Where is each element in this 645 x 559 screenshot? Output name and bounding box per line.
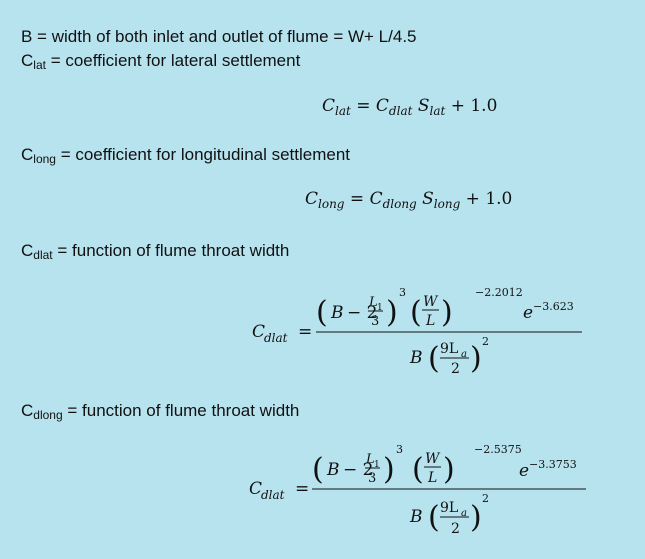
cdlong-symbol: C [21, 401, 34, 420]
eq3-exponent2: −3.623 [533, 300, 574, 313]
eq1-term2-sub: lat [429, 104, 446, 118]
eq4-den-two: 2 [451, 521, 460, 537]
eq3-den-nine-l: 9L [440, 341, 458, 357]
clat-symbol: C [21, 51, 34, 70]
clong-symbol: C [21, 145, 34, 164]
cdlat-text: = function of flume throat width [52, 241, 290, 260]
eq4-paren2-close: ) [443, 452, 455, 487]
clat-subscript: lat [33, 58, 46, 72]
eq4-den-sub: a [461, 508, 467, 519]
eq4-e: e [519, 461, 529, 481]
eq4-den-paren-close: ) [470, 500, 482, 535]
eq3-minus-two: − 2 [347, 303, 377, 323]
eq4-den-paren-open: ( [428, 500, 440, 535]
eq3-e: e [523, 303, 533, 323]
equation-cdlat: C dlat = ( B − 2 L 1 3 ) 3 ( W L ) −2.20… [252, 286, 582, 377]
eq4-l1-sub: 1 [374, 460, 380, 470]
eq3-den-paren-open: ( [428, 341, 440, 376]
eq4-paren-open: ( [312, 452, 324, 487]
eq1-lhs-sub: lat [335, 104, 351, 118]
eq4-lhs-sub: dlat [261, 488, 285, 502]
eq3-w: W [423, 294, 439, 310]
equation-clat: Clat = Cdlat Slat + 1.0 [322, 96, 497, 118]
eq3-three: 3 [371, 314, 379, 329]
eq3-l1: L [368, 295, 378, 310]
equation-clong: Clong = Cdlong Slong + 1.0 [305, 189, 512, 211]
eq2-lhs: C [305, 189, 319, 209]
eq3-l1-sub: 1 [377, 303, 383, 313]
eq3-paren-close: ) [386, 295, 398, 330]
eq1-term1: C [375, 96, 389, 116]
cdlong-definition: Cdlong = function of flume throat width [21, 401, 299, 425]
eq1-lhs: C [322, 96, 336, 116]
eq2-lhs-sub: long [318, 197, 345, 211]
equation-cdlong: C dlat = ( B − 2 L 1 3 ) 3 ( W L ) −2.53… [249, 443, 586, 537]
eq2-term2-sub: long [433, 197, 461, 211]
clong-subscript: long [33, 152, 56, 166]
eq4-den-b: B [409, 507, 423, 527]
eq2-term1: C [369, 189, 383, 209]
eq4-three: 3 [368, 471, 376, 486]
eq3-equals: = [298, 322, 312, 342]
eq4-den-square: 2 [482, 492, 489, 505]
cdlat-definition: Cdlat = function of flume throat width [21, 241, 289, 265]
b-definition: B = width of both inlet and outlet of fl… [21, 27, 417, 47]
eq2-term2: S [416, 189, 434, 209]
eq4-l: L [427, 470, 437, 486]
eq4-lhs: C [249, 479, 262, 499]
cdlat-subscript: dlat [33, 248, 53, 262]
eq3-b: B [330, 303, 344, 323]
clong-definition: Clong = coefficient for longitudinal set… [21, 145, 350, 169]
eq3-den-two: 2 [451, 361, 460, 377]
eq2-equals: = [344, 189, 370, 209]
eq4-paren-close: ) [383, 452, 395, 487]
eq3-cube: 3 [399, 286, 406, 299]
eq4-exponent2: −3.3753 [529, 458, 577, 471]
eq4-cube: 3 [396, 443, 403, 456]
eq3-exponent1: −2.2012 [475, 286, 523, 299]
eq4-paren2-open: ( [412, 452, 424, 487]
eq3-lhs-sub: dlat [264, 331, 288, 345]
clong-text: = coefficient for longitudinal settlemen… [55, 145, 351, 164]
eq1-term2: S [412, 96, 430, 116]
eq4-exponent1: −2.5375 [474, 443, 522, 456]
eq2-constant: + 1.0 [460, 189, 513, 209]
eq3-den-paren-close: ) [470, 341, 482, 376]
eq3-paren2-open: ( [410, 295, 422, 330]
clat-definition: Clat = coefficient for lateral settlemen… [21, 51, 300, 75]
eq4-den-nine-l: 9L [440, 500, 458, 516]
cdlong-text: = function of flume throat width [62, 401, 300, 420]
b-definition-text: B = width of both inlet and outlet of fl… [21, 27, 417, 46]
eq3-den-sub: a [461, 349, 467, 360]
eq1-equals: = [350, 96, 376, 116]
eq4-minus-two: − 2 [343, 460, 373, 480]
eq3-paren2-close: ) [441, 295, 453, 330]
eq4-l1: L [365, 452, 375, 467]
eq3-paren-open: ( [316, 295, 328, 330]
eq1-term1-sub: dlat [388, 104, 413, 118]
eq3-l: L [425, 313, 435, 329]
eq4-b: B [326, 460, 340, 480]
eq3-lhs: C [252, 322, 265, 342]
clat-text: = coefficient for lateral settlement [45, 51, 301, 70]
eq3-den-square: 2 [482, 335, 489, 348]
cdlat-symbol: C [21, 241, 34, 260]
eq2-term1-sub: dlong [382, 197, 417, 211]
cdlong-subscript: dlong [33, 408, 63, 422]
eq4-w: W [425, 451, 441, 467]
eq3-den-b: B [409, 348, 423, 368]
eq4-equals: = [295, 479, 309, 499]
eq1-constant: + 1.0 [445, 96, 498, 116]
